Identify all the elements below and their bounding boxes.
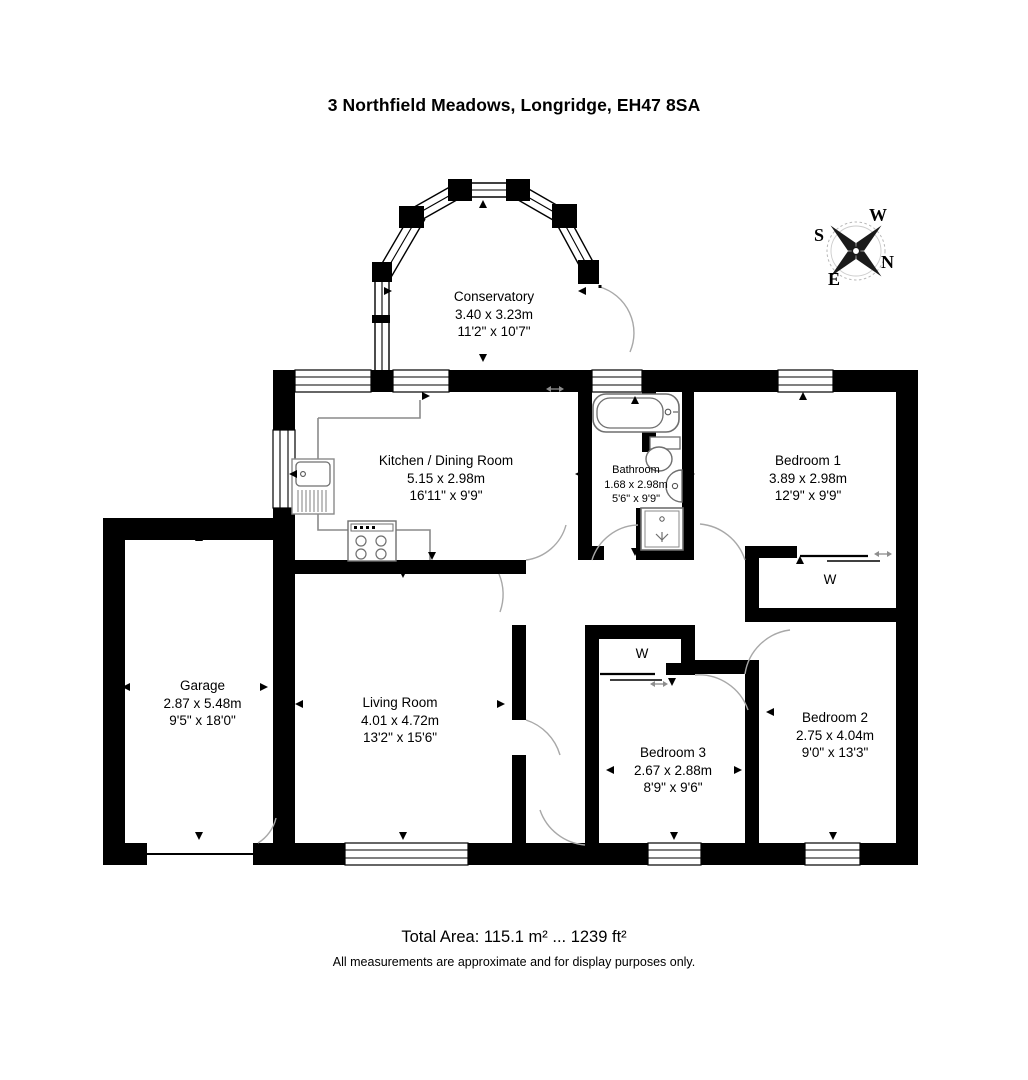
room-imperial-bathroom: 5'6" x 9'9" bbox=[611, 493, 661, 505]
room-metric-living-room: 4.01 x 4.72m bbox=[360, 712, 440, 728]
living-room-arrows bbox=[295, 570, 505, 840]
bedroom3-arrows bbox=[606, 678, 742, 840]
room-name-conservatory: Conservatory bbox=[453, 289, 535, 304]
compass-rose-graphic bbox=[826, 221, 886, 281]
room-imperial-conservatory: 11'2" x 10'7" bbox=[457, 324, 531, 339]
room-label-living-room: Living Room 4.01 x 4.72m 13'2" x 15'6" bbox=[310, 694, 490, 747]
room-metric-bedroom-1: 3.89 x 2.98m bbox=[768, 470, 848, 486]
bedroom1-arrows bbox=[796, 392, 911, 618]
room-label-garage: Garage 2.87 x 5.48m 9'5" x 18'0" bbox=[115, 677, 290, 730]
bathroom-fixtures bbox=[575, 393, 695, 556]
compass-label-s: S bbox=[814, 225, 825, 245]
room-name-bedroom-2: Bedroom 2 bbox=[801, 710, 869, 725]
room-imperial-bedroom-2: 9'0" x 13'3" bbox=[801, 745, 869, 760]
room-metric-kitchen-dining-room: 5.15 x 2.98m bbox=[406, 470, 486, 486]
main-house-walls bbox=[258, 369, 918, 866]
kitchen-door-marks bbox=[505, 382, 564, 392]
wardrobe-label-bedroom-3: W bbox=[635, 646, 649, 661]
room-label-bedroom-1: Bedroom 1 3.89 x 2.98m 12'9" x 9'9" bbox=[715, 452, 901, 505]
garage-dimension-arrows bbox=[122, 533, 268, 840]
room-name-kitchen-dining-room: Kitchen / Dining Room bbox=[378, 453, 514, 468]
room-imperial-kitchen-dining-room: 16'11" x 9'9" bbox=[409, 488, 483, 503]
door-swings bbox=[257, 286, 791, 846]
conservatory-piers bbox=[372, 179, 599, 323]
room-label-conservatory: Conservatory 3.40 x 3.23m 11'2" x 10'7" bbox=[385, 288, 603, 341]
room-label-bedroom-2: Bedroom 2 2.75 x 4.04m 9'0" x 13'3" bbox=[745, 709, 925, 762]
room-metric-bedroom-2: 2.75 x 4.04m bbox=[795, 727, 875, 743]
room-metric-garage: 2.87 x 5.48m bbox=[163, 695, 242, 711]
room-metric-bathroom: 1.68 x 2.98m bbox=[604, 478, 668, 491]
room-name-living-room: Living Room bbox=[362, 695, 438, 710]
room-label-bathroom: Bathroom 1.68 x 2.98m 5'6" x 9'9" bbox=[578, 463, 694, 507]
room-label-bedroom-3: Bedroom 3 2.67 x 2.88m 8'9" x 9'6" bbox=[583, 744, 763, 797]
room-metric-conservatory: 3.40 x 3.23m bbox=[454, 306, 534, 322]
room-name-bathroom: Bathroom bbox=[612, 464, 660, 476]
conservatory-structure bbox=[371, 179, 599, 393]
room-metric-bedroom-3: 2.67 x 2.88m bbox=[633, 762, 713, 778]
room-label-kitchen-dining-room: Kitchen / Dining Room 5.15 x 2.98m 16'11… bbox=[330, 452, 562, 505]
room-imperial-bedroom-1: 12'9" x 9'9" bbox=[774, 488, 842, 503]
page-title: 3 Northfield Meadows, Longridge, EH47 8S… bbox=[327, 95, 701, 115]
room-imperial-bedroom-3: 8'9" x 9'6" bbox=[643, 780, 703, 795]
compass-label-w: W bbox=[869, 205, 887, 225]
room-imperial-garage: 9'5" x 18'0" bbox=[169, 713, 236, 728]
total-area-text: Total Area: 115.1 m² ... 1239 ft² bbox=[401, 928, 627, 946]
wardrobe-label-bedroom-1: W bbox=[823, 572, 837, 587]
bedroom2-arrows bbox=[766, 708, 911, 840]
room-imperial-living-room: 13'2" x 15'6" bbox=[362, 730, 438, 745]
kitchen-fixtures bbox=[289, 392, 436, 574]
garage-structure bbox=[103, 518, 275, 865]
room-name-garage: Garage bbox=[179, 678, 226, 693]
disclaimer-text: All measurements are approximate and for… bbox=[332, 955, 696, 969]
compass-label-e: E bbox=[828, 269, 841, 289]
conservatory-base-wall bbox=[371, 369, 505, 393]
conservatory-dimension-arrows bbox=[384, 200, 586, 362]
room-name-bedroom-3: Bedroom 3 bbox=[639, 745, 707, 760]
compass-label-n: N bbox=[881, 252, 894, 272]
internal-walls bbox=[284, 392, 897, 845]
room-name-bedroom-1: Bedroom 1 bbox=[774, 453, 842, 468]
